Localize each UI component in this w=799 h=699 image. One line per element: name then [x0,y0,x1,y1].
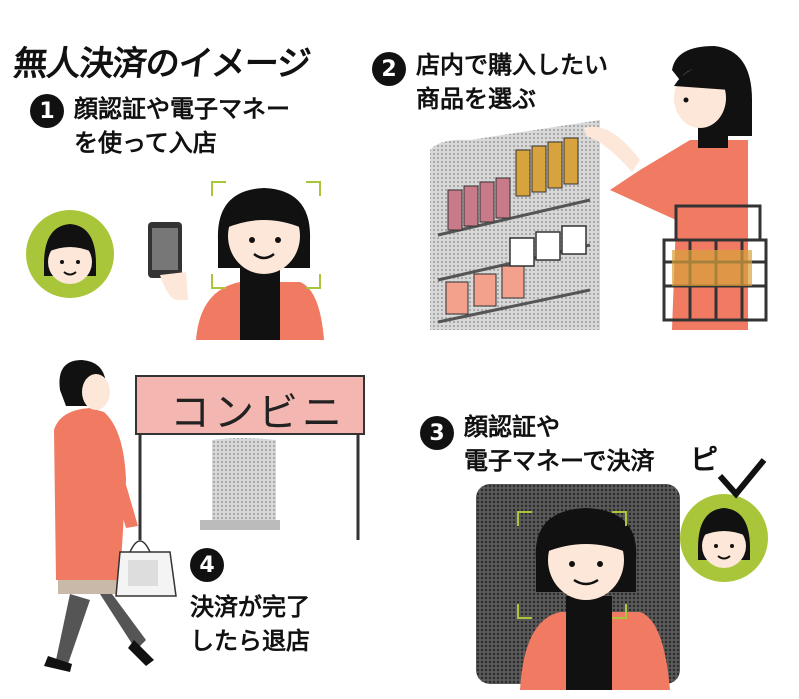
step-2-number: 2 [372,52,406,86]
step-2-line-1: 店内で購入したい [416,51,608,79]
panel-4-storefront [135,375,365,540]
step-2-line-2: 商品を選ぶ [416,85,536,113]
step-2-caption: 店内で購入したい 商品を選ぶ [416,48,608,116]
step-1-line-1: 顔認証や電子マネー [74,95,290,123]
panel-1-person [196,181,324,340]
panel-4-person [44,360,177,672]
panel-1-smartphone [148,222,188,300]
beep-sound-text: ピ [690,443,719,476]
step-4-caption: 決済が完了 したら退店 [190,590,310,658]
step-3-caption: 顔認証や 電子マネーで決済 [464,410,655,478]
page-title: 無人決済のイメージ [11,44,313,84]
step-1-line-2: を使って入店 [74,129,217,157]
checkmark-icon [717,458,767,499]
panel-3-terminal [476,484,680,690]
panel-1-avatar [26,210,114,298]
step-3-line-1: 顔認証や [464,413,560,441]
panel-2-shelf [430,120,600,330]
step-4-number: 4 [190,548,224,582]
step-3-number: 3 [420,416,454,450]
panel-2-person [584,46,768,330]
step-4-line-2: したら退店 [190,627,310,655]
step-1-caption: 顔認証や電子マネー を使って入店 [74,92,290,160]
step-1-number: 1 [30,94,64,128]
panel-3-avatar [680,494,768,582]
step-3-line-2: 電子マネーで決済 [464,447,655,475]
store-sign-text: コンビニ [170,390,346,436]
step-4-line-1: 決済が完了 [190,593,310,621]
